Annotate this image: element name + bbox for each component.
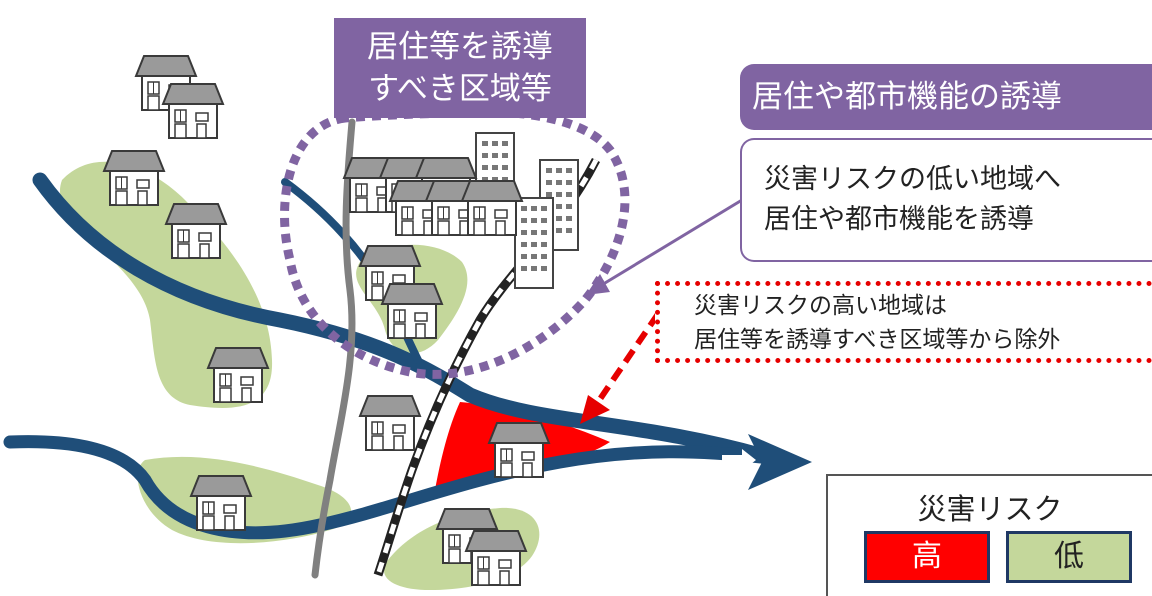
exclusion-note-line-2: 居住等を誘導すべき区域等から除外	[694, 327, 1061, 353]
house-icon	[190, 475, 252, 531]
policy-description-line-1: 災害リスクの低い地域へ	[764, 164, 1061, 195]
river-arrowhead	[748, 434, 812, 490]
legend: 災害リスク 高 低	[826, 474, 1152, 596]
legend-high-risk: 高	[864, 531, 990, 583]
house-icon	[461, 180, 523, 236]
main-road	[311, 118, 356, 579]
house-icon	[359, 395, 421, 451]
policy-description: 災害リスクの低い地域へ 居住や都市機能を誘導	[740, 138, 1152, 262]
river-upper	[32, 172, 778, 466]
exclusion-arrow	[580, 312, 661, 424]
building-icon	[514, 197, 554, 289]
policy-title: 居住や都市機能の誘導	[740, 64, 1152, 130]
river-flow-arrow-icon	[722, 449, 756, 471]
induction-area-boundary	[280, 107, 630, 379]
legend-low-risk: 低	[1006, 531, 1132, 583]
river-lower	[3, 435, 777, 540]
exclusion-note-line-1: 災害リスクの高い地域は	[694, 293, 947, 319]
house-icon	[103, 150, 165, 206]
house-icon	[162, 83, 224, 139]
legend-title: 災害リスク	[917, 492, 1063, 526]
house-icon	[165, 203, 227, 259]
induction-area-label-text: 居住等を誘導 すべき区域等	[367, 29, 553, 107]
policy-description-line-2: 居住や都市機能を誘導	[764, 204, 1034, 235]
policy-arrow	[586, 198, 743, 295]
exclusion-note: 災害リスクの高い地域は 居住等を誘導すべき区域等から除外	[655, 281, 1152, 363]
induction-area-label: 居住等を誘導 すべき区域等	[334, 18, 586, 118]
house-icon	[207, 347, 269, 403]
house-icon	[488, 422, 550, 478]
house-icon	[381, 283, 443, 339]
house-icon	[465, 530, 527, 586]
